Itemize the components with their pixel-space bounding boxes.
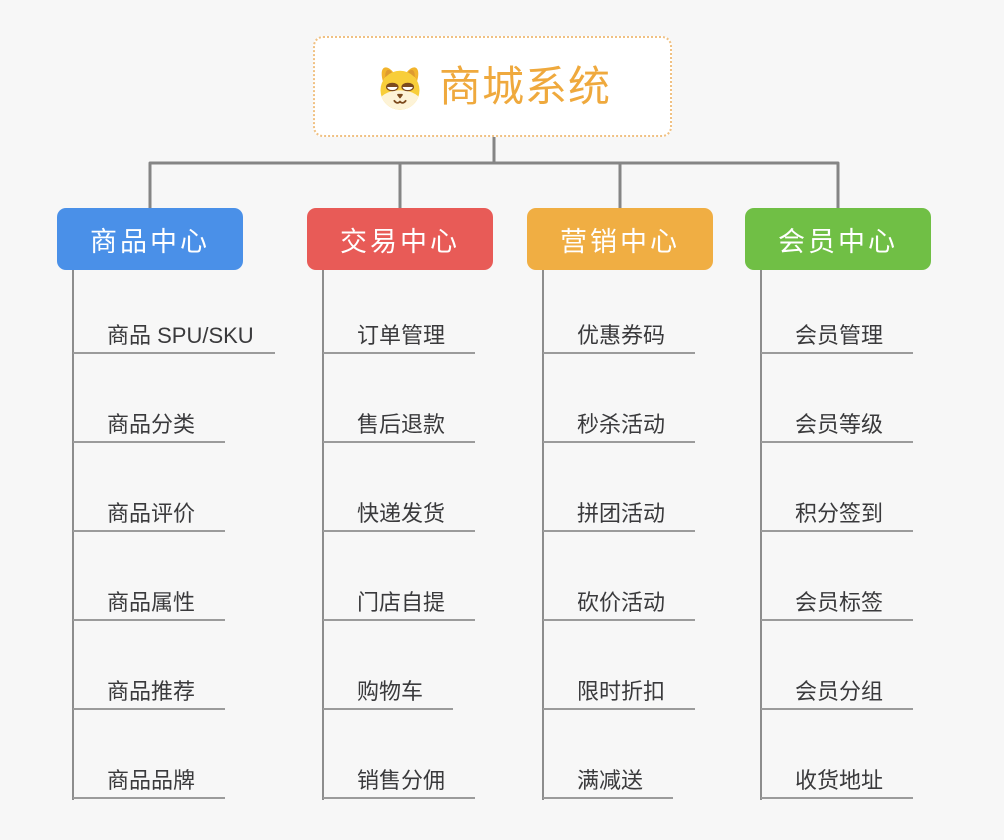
leaf-node[interactable]: 售后退款 xyxy=(323,403,475,443)
leaf-node[interactable]: 秒杀活动 xyxy=(543,403,695,443)
leaf-node[interactable]: 商品 SPU/SKU xyxy=(73,314,275,354)
root-node[interactable]: 商城系统 xyxy=(313,36,672,137)
branch-header-members[interactable]: 会员中心 xyxy=(745,208,931,270)
branch-header-products[interactable]: 商品中心 xyxy=(57,208,243,270)
leaf-node[interactable]: 商品推荐 xyxy=(73,670,225,710)
branch-marketing: 营销中心 优惠券码 秒杀活动 拼团活动 砍价活动 限时折扣 满减送 xyxy=(527,208,777,808)
leaf-node[interactable]: 商品品牌 xyxy=(73,759,225,799)
root-title: 商城系统 xyxy=(438,62,611,110)
leaf-node[interactable]: 销售分佣 xyxy=(323,759,475,799)
leaf-node[interactable]: 会员等级 xyxy=(761,403,913,443)
leaf-node[interactable]: 门店自提 xyxy=(323,581,475,621)
leaf-node[interactable]: 会员分组 xyxy=(761,670,913,710)
leaf-node[interactable]: 优惠券码 xyxy=(543,314,695,354)
leaf-node[interactable]: 满减送 xyxy=(543,759,673,799)
leaf-node[interactable]: 快递发货 xyxy=(323,492,475,532)
dog-face-icon xyxy=(374,63,426,111)
branch-header-trade[interactable]: 交易中心 xyxy=(307,208,493,270)
leaf-node[interactable]: 会员标签 xyxy=(761,581,913,621)
leaf-node[interactable]: 限时折扣 xyxy=(543,670,695,710)
branch-trade: 交易中心 订单管理 售后退款 快递发货 门店自提 购物车 销售分佣 xyxy=(307,208,557,808)
branch-members: 会员中心 会员管理 会员等级 积分签到 会员标签 会员分组 收货地址 xyxy=(745,208,995,808)
branch-header-marketing[interactable]: 营销中心 xyxy=(527,208,713,270)
leaf-node[interactable]: 会员管理 xyxy=(761,314,913,354)
leaf-node[interactable]: 收货地址 xyxy=(761,759,913,799)
leaf-node[interactable]: 商品分类 xyxy=(73,403,225,443)
leaf-node[interactable]: 拼团活动 xyxy=(543,492,695,532)
leaf-node[interactable]: 积分签到 xyxy=(761,492,913,532)
leaf-node[interactable]: 商品评价 xyxy=(73,492,225,532)
leaf-node[interactable]: 砍价活动 xyxy=(543,581,695,621)
branch-bus-line xyxy=(148,161,840,208)
leaf-node[interactable]: 商品属性 xyxy=(73,581,225,621)
branch-products: 商品中心 商品 SPU/SKU 商品分类 商品评价 商品属性 商品推荐 商品品牌 xyxy=(57,208,307,808)
leaf-node[interactable]: 订单管理 xyxy=(323,314,475,354)
leaf-node[interactable]: 购物车 xyxy=(323,670,453,710)
